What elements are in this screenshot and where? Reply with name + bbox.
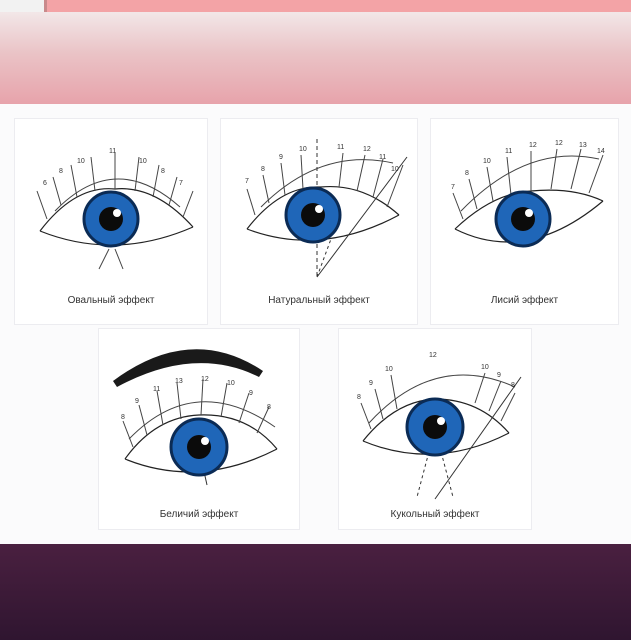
caption-squirrel-effect: Беличий эффект [99,509,299,520]
length-label: 14 [597,148,605,155]
card-natural-effect: 7 8 9 10 11 12 11 10 Натуральный эффект [220,118,418,325]
pupil-highlight [437,417,445,425]
length-labels: 8 9 10 12 10 9 8 [357,352,515,401]
length-label: 6 [43,180,47,187]
length-label: 12 [529,142,537,149]
length-label: 10 [483,158,491,165]
length-label: 12 [201,376,209,383]
eye-diagram-squirrel: 8 9 11 13 12 10 9 8 [99,329,299,529]
length-label: 10 [481,364,489,371]
length-label: 8 [161,168,165,175]
length-label: 11 [505,148,512,155]
eye-diagram-doll: 8 9 10 12 10 9 8 [339,329,531,529]
length-label: 7 [245,178,249,185]
length-label: 10 [391,166,399,173]
length-label: 8 [59,168,63,175]
eye-diagram-fox: 7 8 10 11 12 12 13 14 [431,119,618,324]
length-label: 8 [511,382,515,389]
caption-doll-effect: Кукольный эффект [339,509,531,520]
eye-diagram-natural: 7 8 9 10 11 12 11 10 [221,119,417,324]
length-label: 12 [555,140,563,147]
caption-fox-effect: Лисий эффект [431,295,618,306]
length-label: 9 [369,380,373,387]
length-label: 10 [299,146,307,153]
length-label: 9 [497,372,501,379]
card-doll-effect: 8 9 10 12 10 9 8 Кукольный эффект [338,328,532,530]
top-bar [0,0,631,12]
card-fox-effect: 7 8 10 11 12 12 13 14 Лисий эффект [430,118,619,325]
length-label: 9 [279,154,283,161]
length-label: 8 [267,404,271,411]
length-label: 10 [385,366,393,373]
length-labels: 7 8 10 11 12 12 13 14 [451,140,605,191]
length-label: 10 [139,158,147,165]
length-label: 10 [227,380,235,387]
length-label: 8 [465,170,469,177]
length-labels: 8 9 11 13 12 10 9 8 [121,376,271,421]
pupil-highlight [113,209,121,217]
length-label: 11 [337,144,344,151]
length-labels: 6 8 10 11 10 8 7 [43,148,183,187]
diagram-panel: 6 8 10 11 10 8 7 Овальный эффект [0,104,631,544]
length-label: 9 [249,390,253,397]
top-bar-left-panel [0,0,44,12]
guide-line [317,239,331,277]
card-oval-effect: 6 8 10 11 10 8 7 Овальный эффект [14,118,208,325]
header-banner [0,12,631,104]
card-squirrel-effect: 8 9 11 13 12 10 9 8 Беличий эффект [98,328,300,530]
top-bar-divider [44,0,47,12]
pupil-highlight [315,205,323,213]
length-label: 8 [357,394,361,401]
length-label: 11 [379,154,386,161]
length-label: 12 [363,146,371,153]
length-label: 8 [261,166,265,173]
eyebrow [113,349,263,387]
length-label: 13 [175,378,183,385]
length-label: 12 [429,352,437,359]
length-label: 9 [135,398,139,405]
length-label: 11 [109,148,116,155]
length-label: 8 [121,414,125,421]
length-label: 7 [451,184,455,191]
length-label: 7 [179,180,183,187]
caption-natural-effect: Натуральный эффект [221,295,417,306]
pupil-highlight [525,209,533,217]
guide-line-left [99,249,109,269]
length-labels: 7 8 9 10 11 12 11 10 [245,144,399,185]
length-label: 13 [579,142,587,149]
length-label: 11 [153,386,160,393]
pupil-highlight [201,437,209,445]
length-label: 10 [77,158,85,165]
eye-diagram-oval: 6 8 10 11 10 8 7 [15,119,207,324]
footer-band [0,544,631,640]
caption-oval-effect: Овальный эффект [15,295,207,306]
guide-line-right [115,249,123,269]
